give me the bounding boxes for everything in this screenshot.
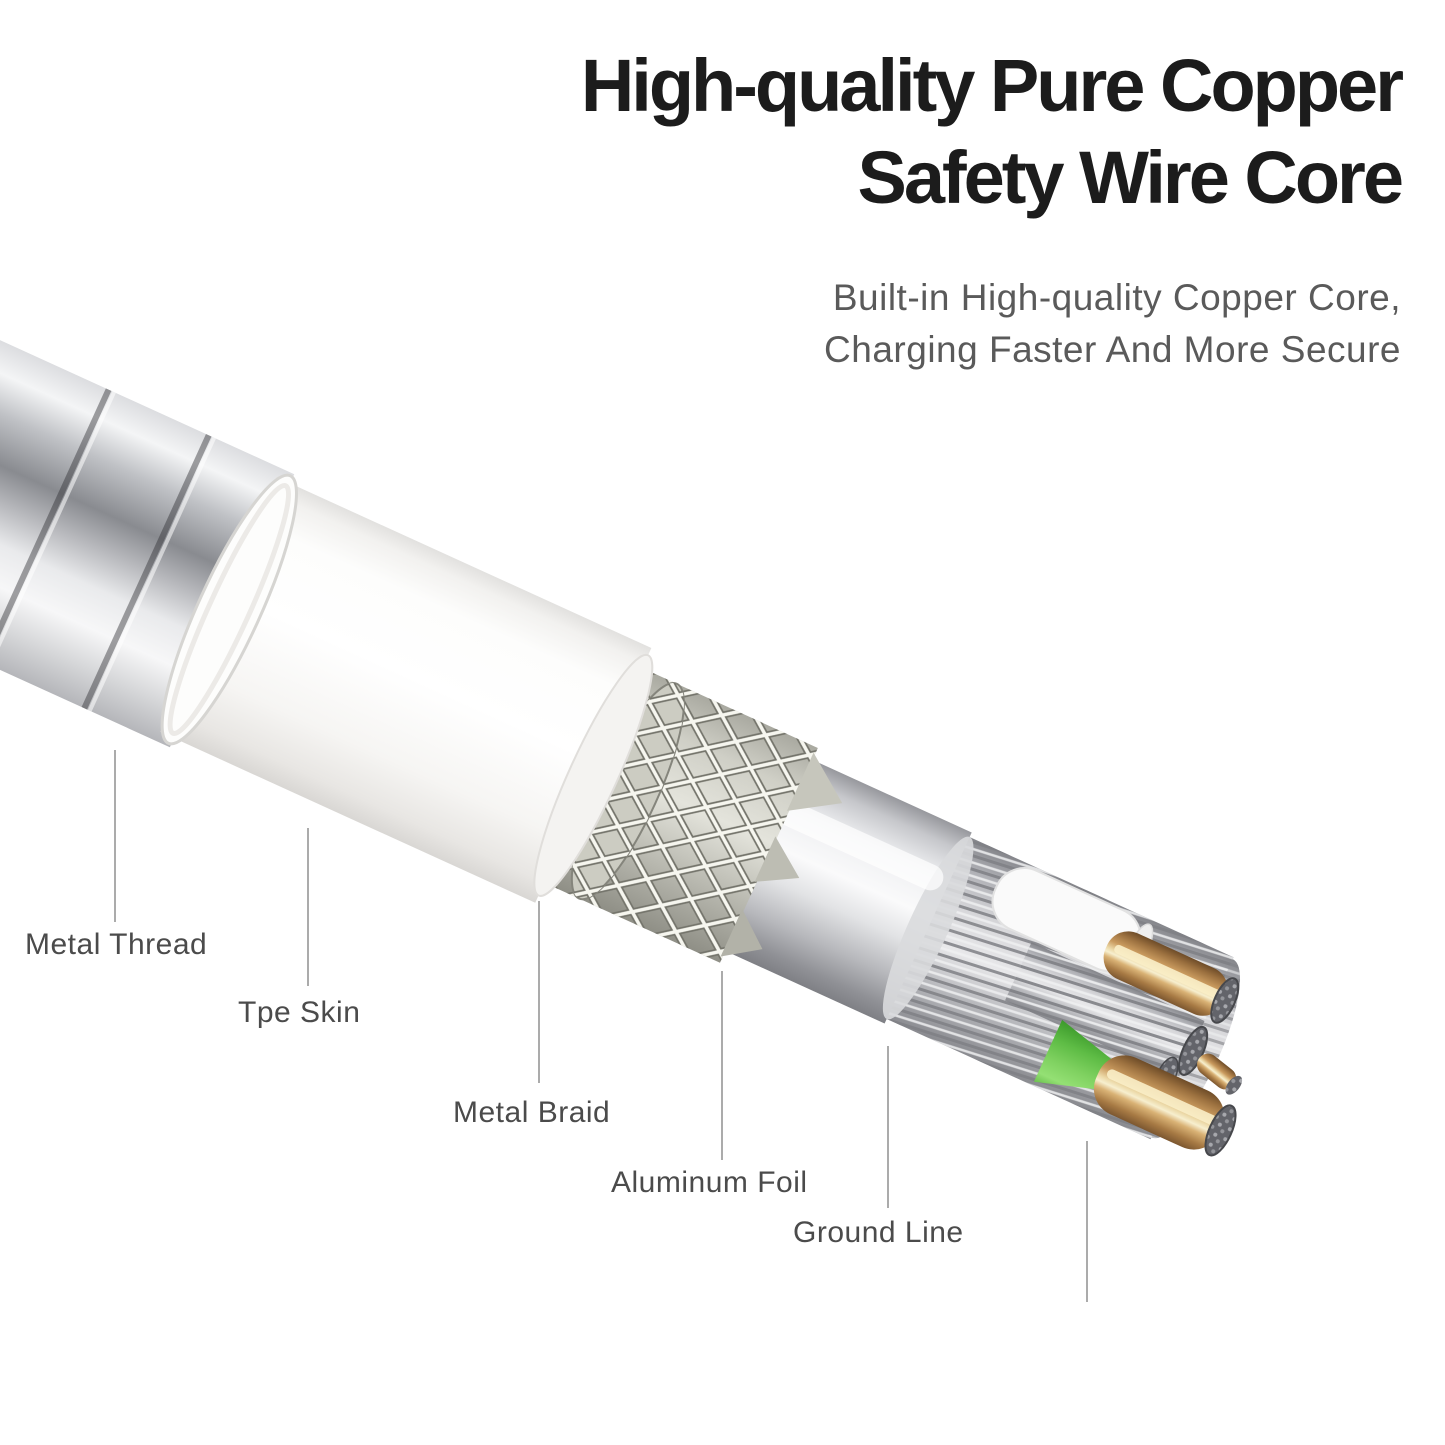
label-ground-line: Ground Line [793,1216,964,1249]
copper-wire-lower [1093,1053,1243,1157]
leader-line-tpe-skin [307,828,309,986]
leader-line-metal-braid [538,901,540,1083]
label-aluminum-foil: Aluminum Foil [611,1166,808,1199]
barrel-groove-1 [0,388,112,664]
subheadline-line2: Charging Faster And More Secure [824,329,1401,370]
headline-line1: High-quality Pure Copper [580,44,1404,127]
leader-line-copper-core [1086,1141,1088,1302]
headline: High-quality Pure Copper Safety Wire Cor… [580,40,1404,224]
label-tpe-skin: Tpe Skin [238,996,361,1029]
barrel-groove-2 [81,434,212,710]
tpe-skin-collar [160,473,298,746]
leader-line-aluminum-foil [721,971,723,1160]
headline-line2: Safety Wire Core [857,136,1404,219]
leader-line-ground-line [887,1046,889,1208]
leader-line-metal-thread [114,750,116,922]
label-metal-braid: Metal Braid [453,1096,611,1129]
subheadline: Built-in High-quality Copper Core, Charg… [824,272,1401,376]
tpe-skin-layer [160,477,654,903]
subheadline-line1: Built-in High-quality Copper Core, [832,277,1401,318]
copper-core-wire [1103,931,1240,1024]
label-metal-thread: Metal Thread [25,928,208,961]
